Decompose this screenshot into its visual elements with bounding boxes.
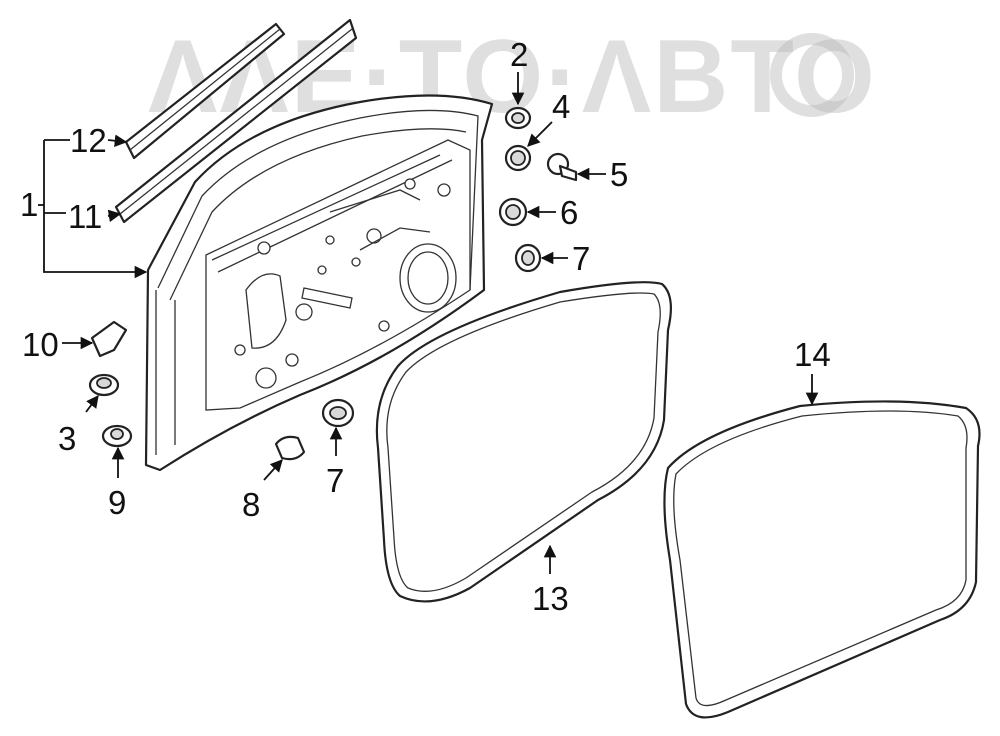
leader-lines: [38, 72, 819, 574]
callout-labels: 1 2 3 4 5 6 7 7 8 9 10 11 12 13 14: [20, 36, 831, 617]
callout-2: 2: [510, 36, 528, 73]
callout-10: 10: [22, 326, 59, 363]
callout-7-lower: 7: [326, 462, 344, 499]
watermark-gear-icon: [770, 33, 854, 117]
part-12-belt-molding: [124, 22, 286, 160]
callout-8: 8: [242, 486, 260, 523]
callout-5: 5: [610, 156, 628, 193]
leader-11: [107, 209, 122, 223]
part-14-body-seal: [663, 400, 981, 719]
leader-3: [85, 394, 99, 413]
callout-14: 14: [794, 336, 831, 373]
callout-12: 12: [70, 122, 107, 159]
callout-6: 6: [560, 194, 578, 231]
leader-4: [527, 121, 553, 147]
part-2-ring-grommet: [504, 106, 532, 130]
callout-13: 13: [532, 580, 569, 617]
part-7-plug-upper: [514, 243, 542, 273]
callout-4: 4: [552, 88, 570, 125]
leader-1: [43, 140, 148, 279]
part-11-window-strip: [114, 18, 358, 224]
part-13-door-seal: [375, 281, 673, 603]
part-8-bumper: [274, 435, 306, 461]
part-10-stopper: [90, 320, 128, 358]
part-6-plug: [498, 197, 528, 227]
callout-7-upper: 7: [572, 240, 590, 277]
part-7-plug-lower: [321, 398, 355, 428]
callout-1: 1: [20, 186, 38, 223]
part-1-door-shell: [144, 94, 494, 472]
part-4-grommet: [504, 144, 532, 172]
callout-9: 9: [108, 484, 126, 521]
leader-12: [107, 134, 128, 148]
part-5-push-pin: [546, 152, 578, 182]
callout-11: 11: [68, 198, 102, 235]
leader-8: [263, 459, 283, 481]
callout-3: 3: [58, 420, 76, 457]
part-9-clip: [101, 424, 133, 448]
part-3-clip: [88, 373, 120, 397]
